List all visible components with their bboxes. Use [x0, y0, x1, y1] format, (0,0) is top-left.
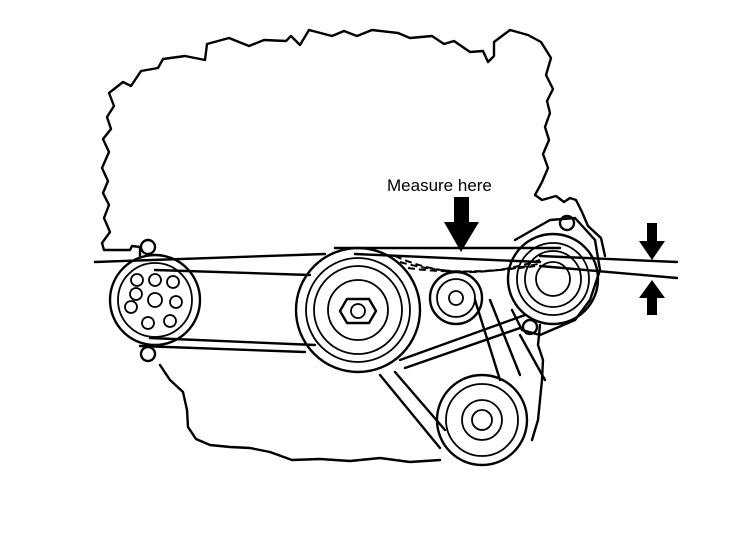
right-housing-edge	[530, 323, 545, 442]
reference-line-top	[538, 254, 679, 264]
alternator-bolt-top	[558, 214, 576, 232]
belt-deflection-curves	[394, 255, 541, 274]
left-mount-bolt-top	[139, 238, 157, 256]
left-pulley	[108, 253, 202, 347]
idler-pulley	[428, 270, 484, 326]
measure-arrow-icon	[444, 197, 479, 252]
left-mount-bolt-bottom	[139, 345, 157, 363]
deflection-arrow-up-icon	[639, 280, 665, 315]
engine-block-outline	[100, 28, 607, 258]
deflection-arrow-down-icon	[639, 223, 665, 260]
bottom-pulley	[435, 373, 529, 467]
lower-housing-outline	[158, 363, 442, 464]
alternator-pulley	[506, 216, 602, 337]
reference-line-bottom	[538, 264, 679, 280]
measure-here-label: Measure here	[387, 176, 492, 195]
alternator-bolt-bottom	[521, 318, 539, 336]
crank-pulley	[294, 246, 422, 374]
